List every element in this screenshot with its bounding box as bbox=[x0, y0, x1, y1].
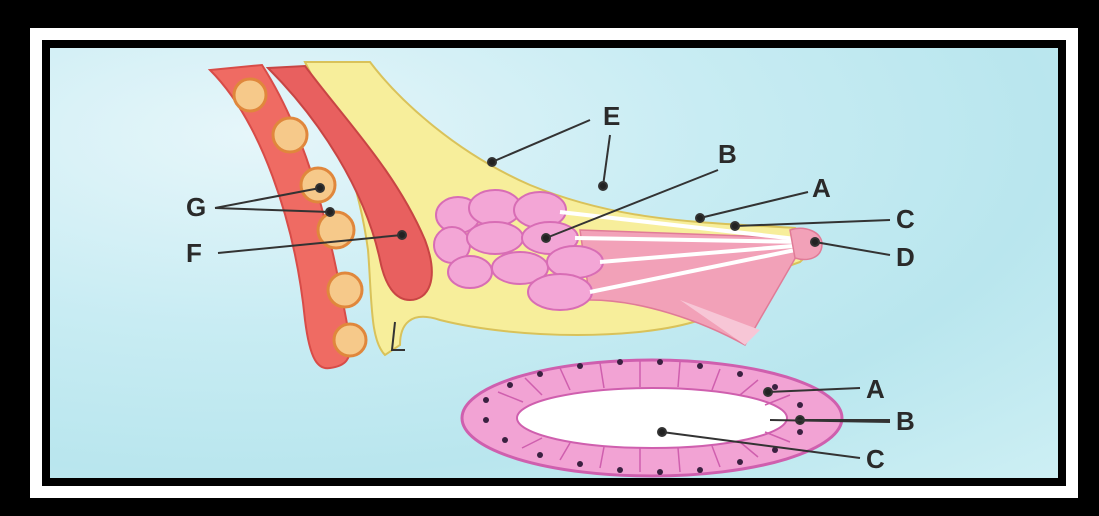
label-B-bottom: B bbox=[896, 406, 915, 436]
label-F: F bbox=[186, 238, 202, 268]
label-D: D bbox=[896, 242, 915, 272]
acinus-cross-section bbox=[462, 359, 842, 476]
label-A-bottom: A bbox=[866, 374, 885, 404]
label-B-top: B bbox=[718, 139, 737, 169]
label-C-bottom: C bbox=[866, 444, 885, 474]
label-E: E bbox=[603, 101, 620, 131]
label-C-top: C bbox=[896, 204, 915, 234]
label-A-top: A bbox=[812, 173, 831, 203]
label-G: G bbox=[186, 192, 206, 222]
